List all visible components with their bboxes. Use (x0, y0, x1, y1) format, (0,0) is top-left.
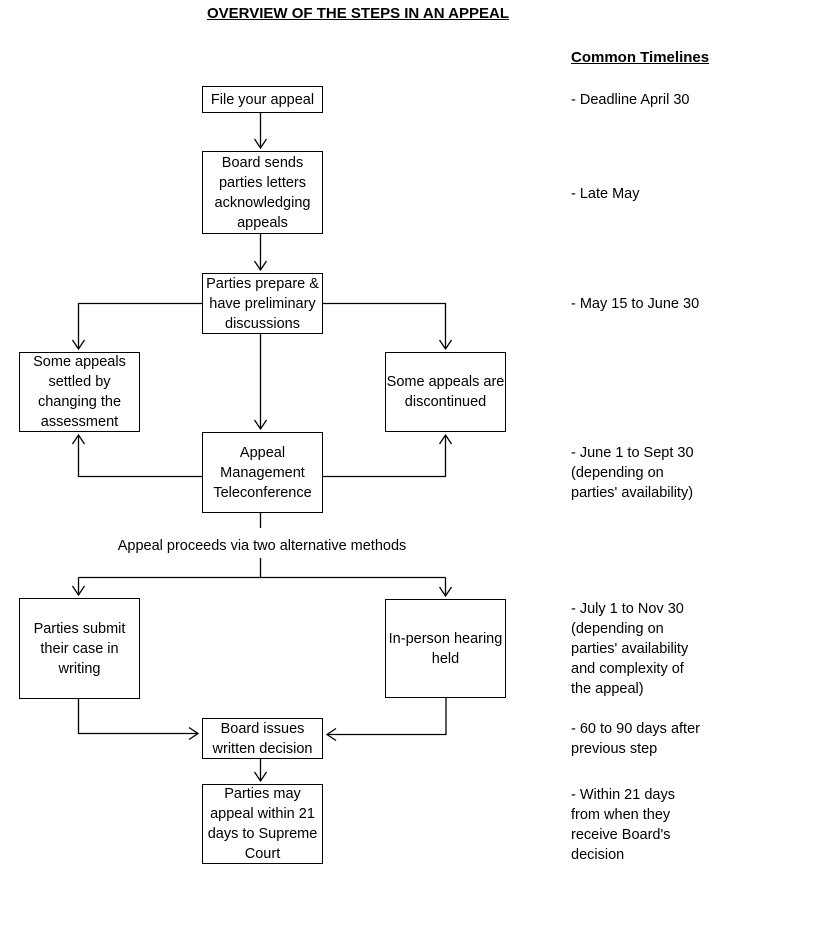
timeline-item-june-sept: - June 1 to Sept 30 (depending on partie… (571, 445, 694, 501)
edge-hearing-decision (325, 698, 447, 742)
flow-box-file-appeal: File your appeal (202, 86, 323, 113)
alternative-methods-label: Appeal proceeds via two alternative meth… (117, 538, 407, 554)
edge-prepare-settled (71, 302, 202, 351)
flow-box-written-decision: Board issues written decision (202, 718, 323, 759)
flow-box-management-teleconference: Appeal Management Teleconference (202, 432, 323, 513)
timeline-item-may-june: - May 15 to June 30 (571, 296, 700, 312)
timeline-item-deadline: - Deadline April 30 (571, 92, 690, 108)
timeline-item-late-may: - Late May (571, 186, 640, 202)
edge-written-decision (77, 699, 200, 741)
edge-teleconference-discontinued (323, 433, 453, 478)
timeline-item-july-nov: - July 1 to Nov 30 (depending on parties… (571, 601, 689, 697)
flow-box-appeals-discontinued: Some appeals are discontinued (385, 352, 506, 432)
timeline-item-60-90-days: - 60 to 90 days after previous step (571, 721, 700, 757)
flow-box-preliminary-discussions: Parties prepare & have preliminary discu… (202, 273, 323, 334)
edge-teleconference-settled (71, 433, 202, 478)
flow-box-appeals-settled: Some appeals settled by changing the ass… (19, 352, 140, 432)
flow-box-written-submission: Parties submit their case in writing (19, 598, 140, 699)
timelines-header: Common Timelines (571, 49, 710, 66)
flow-box-in-person-hearing: In-person hearing held (385, 599, 506, 698)
page-title: OVERVIEW OF THE STEPS IN AN APPEAL (207, 5, 509, 22)
flow-box-acknowledge-letters: Board sends parties letters acknowledgin… (202, 151, 323, 234)
timeline-item-within-21-days: - Within 21 days from when they receive … (571, 787, 675, 863)
edge-prepare-discontinued (323, 302, 453, 351)
flow-box-supreme-court: Parties may appeal within 21 days to Sup… (202, 784, 323, 864)
